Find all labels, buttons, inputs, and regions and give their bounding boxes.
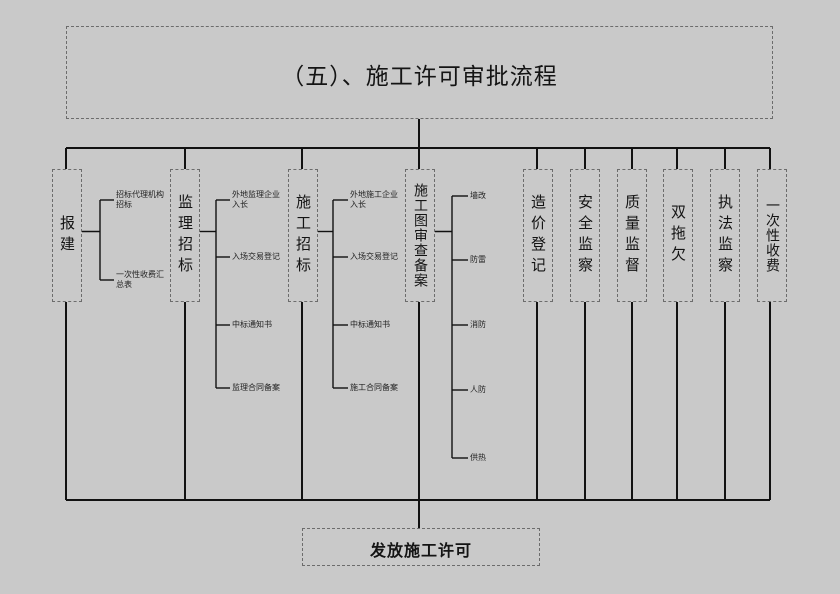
- step-label-8: 双拖欠: [669, 204, 687, 267]
- sub-item-3-3: 中标通知书: [350, 320, 390, 329]
- sub-item-4-1: 墙改: [470, 191, 486, 200]
- sub-item-4-5: 供热: [470, 453, 486, 462]
- step-label-6: 安全监察: [576, 193, 594, 278]
- sub-item-4-4: 人防: [470, 385, 486, 394]
- step-label-4: 施工图审查备案: [412, 183, 428, 288]
- step-label-3: 施工招标: [294, 193, 312, 278]
- diagram-title: （五）、施工许可审批流程: [281, 64, 558, 90]
- step-label-2: 监理招标: [176, 193, 194, 278]
- final-step-label: 发放施工许可: [369, 541, 472, 560]
- sub-item-3-4: 施工合同备案: [350, 383, 398, 392]
- step-label-9: 执法监察: [716, 193, 734, 278]
- step-box-10: 一次性收费: [757, 169, 787, 302]
- sub-item-4-2: 防雷: [470, 255, 486, 264]
- sub-item-2-1: 外地监理企业入长: [232, 190, 280, 209]
- step-box-7: 质量监督: [617, 169, 647, 302]
- step-label-5: 造价登记: [529, 193, 547, 278]
- sub-item-2-3: 中标通知书: [232, 320, 272, 329]
- step-box-8: 双拖欠: [663, 169, 693, 302]
- step-label-7: 质量监督: [623, 193, 641, 278]
- sub-item-3-2: 入场交易登记: [350, 252, 398, 261]
- sub-item-2-2: 入场交易登记: [232, 252, 280, 261]
- step-box-1: 报建: [52, 169, 82, 302]
- sub-item-4-3: 消防: [470, 320, 486, 329]
- step-box-3: 施工招标: [288, 169, 318, 302]
- step-box-6: 安全监察: [570, 169, 600, 302]
- step-box-5: 造价登记: [523, 169, 553, 302]
- final-step-box: 发放施工许可: [302, 528, 540, 566]
- sub-item-1-2: 一次性收费汇总表: [116, 270, 164, 289]
- step-box-4: 施工图审查备案: [405, 169, 435, 302]
- step-box-2: 监理招标: [170, 169, 200, 302]
- sub-item-1-1: 招标代理机构招标: [116, 190, 164, 209]
- sub-item-3-1: 外地施工企业入长: [350, 190, 398, 209]
- step-label-10: 一次性收费: [764, 198, 780, 273]
- sub-item-2-4: 监理合同备案: [232, 383, 280, 392]
- step-box-9: 执法监察: [710, 169, 740, 302]
- step-label-1: 报建: [58, 214, 76, 257]
- title-box: （五）、施工许可审批流程: [66, 26, 773, 119]
